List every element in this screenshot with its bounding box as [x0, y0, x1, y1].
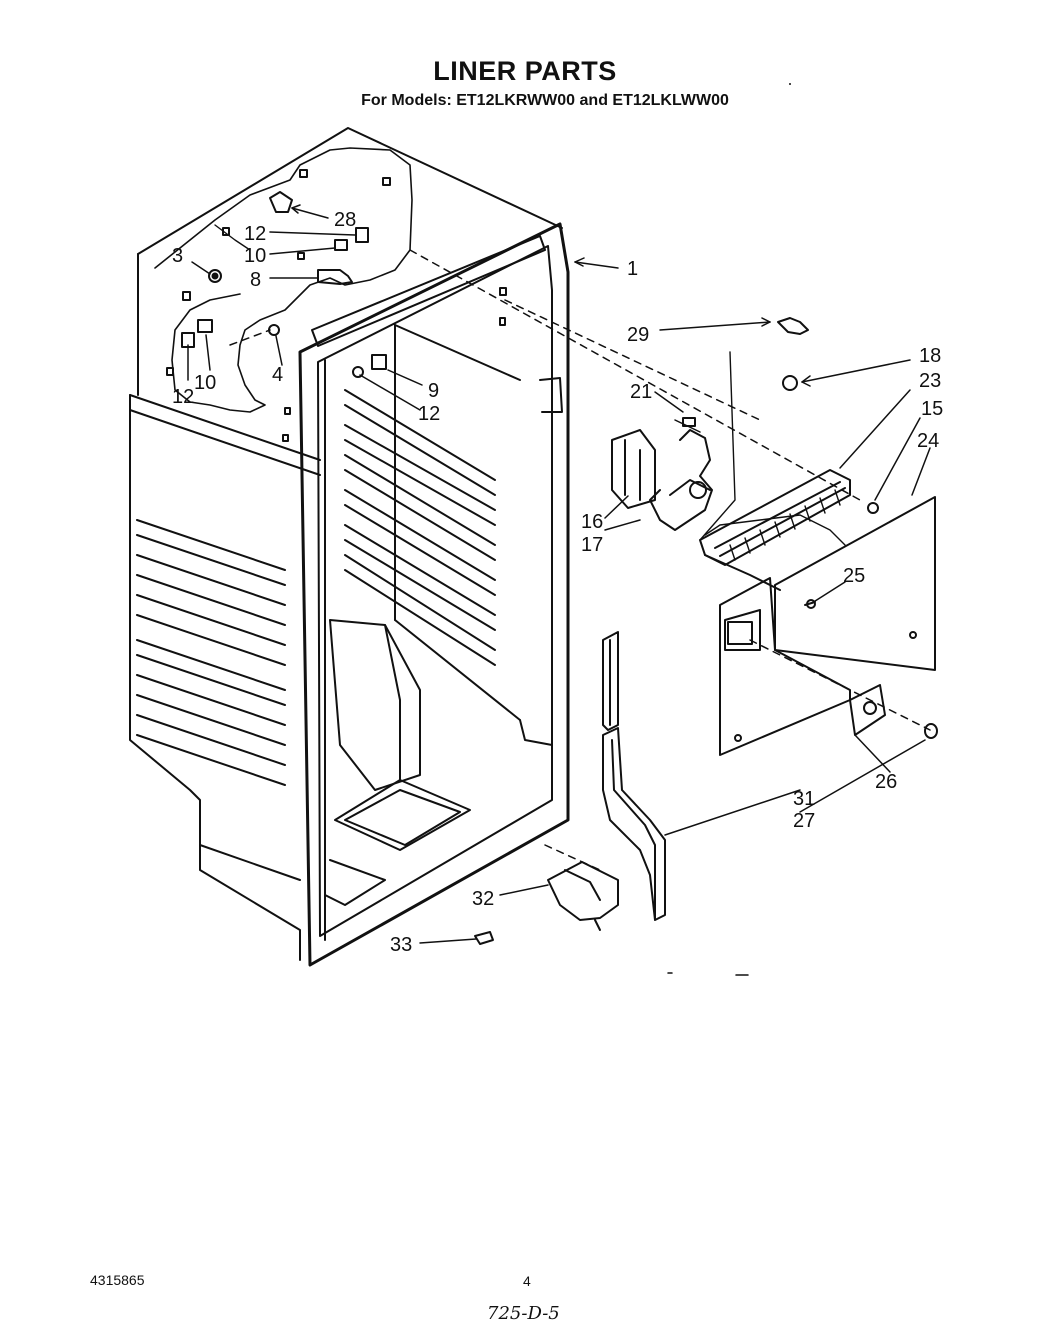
- callout-33: 33: [390, 934, 412, 956]
- drain-trough: [602, 631, 666, 921]
- callout-26: 26: [875, 771, 897, 793]
- callout-15: 15: [921, 398, 943, 420]
- cover-plate-26: [849, 684, 938, 739]
- page-subtitle: For Models: ET12LKRWW00 and ET12LKLWW00: [361, 92, 729, 109]
- page-number: 4: [523, 1273, 531, 1289]
- fan-grille: [699, 317, 879, 591]
- callout-31: 31: [793, 788, 815, 810]
- callout-29: 29: [627, 324, 649, 346]
- callout-9: 9: [428, 380, 439, 402]
- callout-10-left: 10: [194, 372, 216, 394]
- callout-18: 18: [919, 345, 941, 367]
- callout-24: 24: [917, 430, 939, 452]
- callout-4: 4: [272, 364, 283, 386]
- callout-12-upper: 12: [244, 223, 266, 245]
- callout-25: 25: [843, 565, 865, 587]
- callout-1: 1: [627, 258, 638, 280]
- callout-8: 8: [250, 269, 261, 291]
- handwritten-note: 725-D-5: [487, 1303, 560, 1324]
- callout-12-door: 12: [418, 403, 440, 425]
- callout-leaders: [187, 204, 931, 944]
- callout-32: 32: [472, 888, 494, 910]
- liner-cabinet: [129, 127, 570, 967]
- evaporator-cover-panel: [719, 496, 936, 756]
- callout-3: 3: [172, 245, 183, 267]
- evaporator-fan-assembly: [611, 351, 846, 546]
- callout-numbers: 1 3 28 12 10 8 12 10 4 9 12 29 18 23 21 …: [172, 209, 943, 956]
- assembly-dashed-lines: [229, 249, 931, 871]
- stray-marks: [667, 83, 791, 976]
- callout-23: 23: [919, 370, 941, 392]
- callout-28: 28: [334, 209, 356, 231]
- callout-12-left: 12: [172, 386, 194, 408]
- callout-16: 16: [581, 511, 603, 533]
- callout-17: 17: [581, 534, 603, 556]
- drain-fitting: [474, 861, 619, 945]
- callout-21: 21: [630, 381, 652, 403]
- callout-27: 27: [793, 810, 815, 832]
- page-title: LINER PARTS: [433, 56, 617, 86]
- callout-10-upper: 10: [244, 245, 266, 267]
- document-number: 4315865: [90, 1272, 145, 1288]
